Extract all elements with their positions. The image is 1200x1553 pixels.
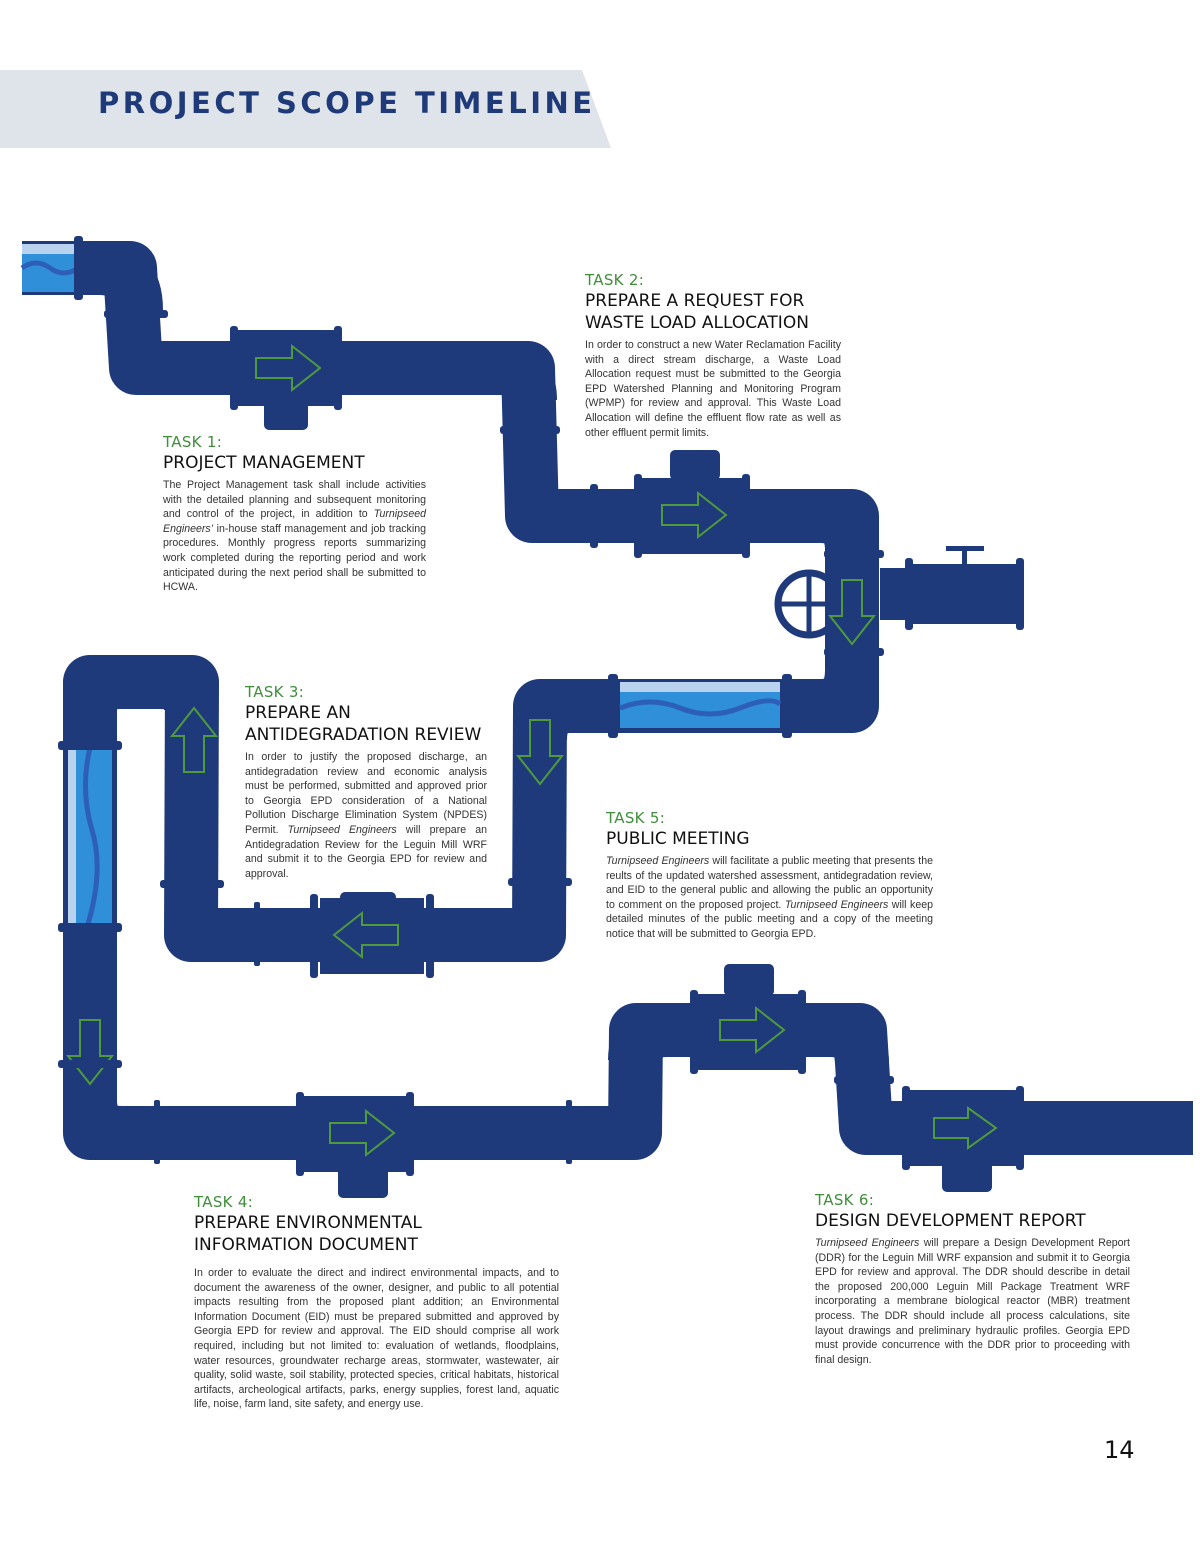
page-number: 14 [1104, 1436, 1135, 1464]
task-5: TASK 5: PUBLIC MEETING Turnipseed Engine… [606, 808, 933, 942]
task-body: Turnipseed Engineers will facilitate a p… [606, 855, 933, 940]
task-body: In order to evaluate the direct and indi… [194, 1267, 559, 1411]
water-window-icon [68, 747, 112, 925]
task-label: TASK 5: [606, 809, 666, 827]
task-label: TASK 4: [194, 1193, 254, 1211]
pipe-flanges [58, 310, 1024, 1176]
valve-stem [962, 548, 967, 566]
task-6: TASK 6: DESIGN DEVELOPMENT REPORT Turnip… [815, 1190, 1130, 1367]
flange [58, 923, 122, 932]
valve-wheel-icon [774, 569, 844, 639]
flange [1016, 558, 1024, 630]
task-title: PROJECT MANAGEMENT [163, 453, 365, 473]
banner-shape [0, 70, 611, 148]
task-body: Turnipseed Engineers will prepare a Desi… [815, 1237, 1130, 1366]
task-title: PUBLIC MEETING [606, 829, 750, 849]
task-body: The Project Management task shall includ… [163, 479, 426, 594]
task-body: In order to justify the proposed dischar… [245, 751, 488, 880]
task-label: TASK 1: [163, 433, 223, 451]
title-banner [0, 70, 612, 148]
task-1: TASK 1: PROJECT MANAGEMENT The Project M… [163, 432, 426, 595]
water-window-icon [619, 682, 782, 728]
task-title: DESIGN DEVELOPMENT REPORT [815, 1211, 1086, 1231]
flange [608, 674, 618, 738]
flow-arrow-icon [65, 343, 998, 1158]
pipe-elbows [63, 241, 889, 1160]
water-window-icon [20, 244, 80, 292]
task-label: TASK 6: [815, 1191, 875, 1209]
flange [58, 741, 122, 750]
flange [74, 236, 83, 300]
flange [905, 558, 913, 630]
branch-body [908, 564, 1020, 624]
task-label: TASK 3: [245, 683, 305, 701]
page-title: PROJECT SCOPE TIMELINE [98, 86, 596, 120]
task-label: TASK 2: [585, 271, 645, 289]
task-body: In order to construct a new Water Reclam… [585, 339, 841, 439]
flange [782, 674, 792, 738]
valve-handle [946, 546, 984, 551]
valve-bodies [236, 330, 1018, 1198]
